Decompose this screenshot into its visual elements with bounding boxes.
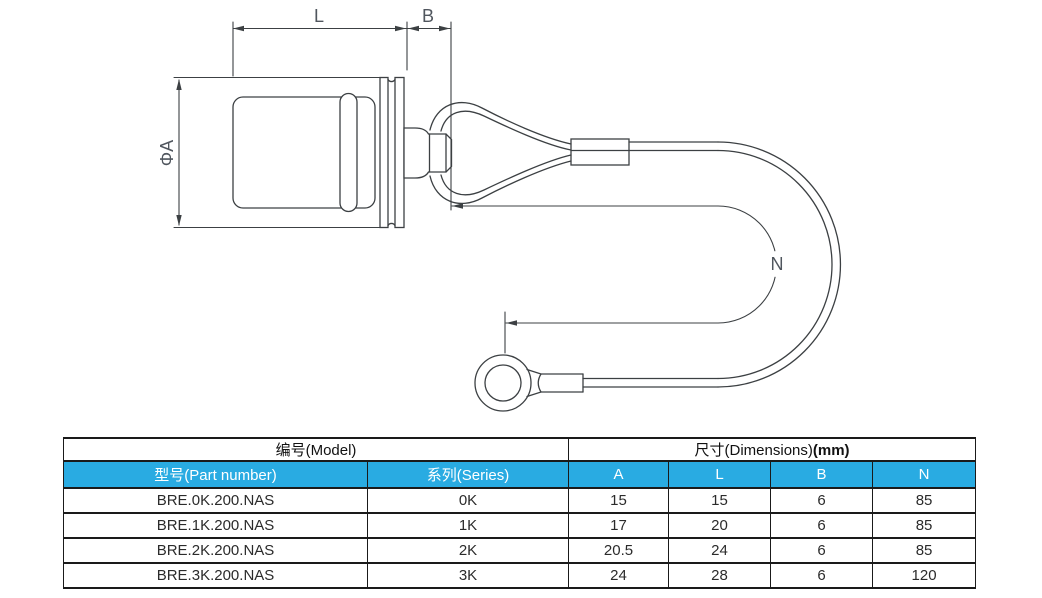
- dim-b-cell: 6: [770, 562, 874, 589]
- dim-a-cell: 20.5: [568, 537, 670, 564]
- cap-flange: [379, 76, 405, 229]
- part-number-cell: BRE.1K.200.NAS: [63, 512, 368, 539]
- dim-n: [451, 203, 790, 354]
- crimp-sleeve: [570, 138, 630, 166]
- col-header-part-number: 型号(Part number): [63, 460, 368, 489]
- dim-phia: [173, 76, 381, 229]
- series-cell: 1K: [366, 512, 570, 539]
- lanyard-cable: [570, 141, 842, 388]
- dim-b-cell: 6: [770, 512, 874, 539]
- table-column-header-row: 型号(Part number) 系列(Series) A L B N: [63, 460, 977, 489]
- dim-a-cell: 15: [568, 487, 670, 514]
- dim-b-cell: 6: [770, 537, 874, 564]
- table-row: BRE.1K.200.NAS 1K 17 20 6 85: [63, 512, 977, 539]
- dim-label-n: N: [771, 254, 784, 274]
- ring-terminal: [474, 354, 584, 412]
- cap-knob: [403, 127, 453, 179]
- group-header-dimensions-unit: (mm): [812, 442, 850, 459]
- part-number-cell: BRE.3K.200.NAS: [63, 562, 368, 589]
- dim-l-cell: 28: [668, 562, 772, 589]
- lanyard-loop: [429, 101, 572, 205]
- dim-label-b: B: [422, 6, 434, 26]
- part-number-cell: BRE.2K.200.NAS: [63, 537, 368, 564]
- dim-n-cell: 120: [872, 562, 977, 589]
- col-header-n: N: [872, 460, 977, 489]
- dim-label-l: L: [314, 6, 324, 26]
- series-cell: 0K: [366, 487, 570, 514]
- table-row: BRE.0K.200.NAS 0K 15 15 6 85: [63, 487, 977, 514]
- dim-l-cell: 15: [668, 487, 772, 514]
- dim-label-phia: ΦA: [157, 140, 177, 166]
- table-row: BRE.2K.200.NAS 2K 20.5 24 6 85: [63, 537, 977, 564]
- spec-table: 编号(Model) 尺寸(Dimensions)(mm) 型号(Part num…: [62, 437, 977, 589]
- col-header-a: A: [568, 460, 670, 489]
- group-header-model: 编号(Model): [62, 437, 570, 462]
- dim-n-cell: 85: [872, 537, 977, 564]
- cap-body: [232, 92, 376, 213]
- col-header-l: L: [668, 460, 772, 489]
- dim-l-cell: 20: [668, 512, 772, 539]
- group-header-dimensions: 尺寸(Dimensions)(mm): [568, 437, 977, 462]
- part-number-cell: BRE.0K.200.NAS: [63, 487, 368, 514]
- dim-l-cell: 24: [668, 537, 772, 564]
- dim-b: [406, 21, 452, 211]
- dim-a-cell: 24: [568, 562, 670, 589]
- series-cell: 3K: [366, 562, 570, 589]
- dim-l: [232, 21, 408, 77]
- dim-a-cell: 17: [568, 512, 670, 539]
- col-header-b: B: [770, 460, 874, 489]
- table-group-header-row: 编号(Model) 尺寸(Dimensions)(mm): [62, 437, 977, 462]
- col-header-series: 系列(Series): [366, 460, 570, 489]
- dim-b-cell: 6: [770, 487, 874, 514]
- dim-n-cell: 85: [872, 487, 977, 514]
- table-row: BRE.3K.200.NAS 3K 24 28 6 120: [63, 562, 977, 589]
- series-cell: 2K: [366, 537, 570, 564]
- engineering-drawing: L B ΦA N: [157, 6, 842, 412]
- dim-n-cell: 85: [872, 512, 977, 539]
- group-header-dimensions-text: 尺寸(Dimensions): [694, 442, 813, 459]
